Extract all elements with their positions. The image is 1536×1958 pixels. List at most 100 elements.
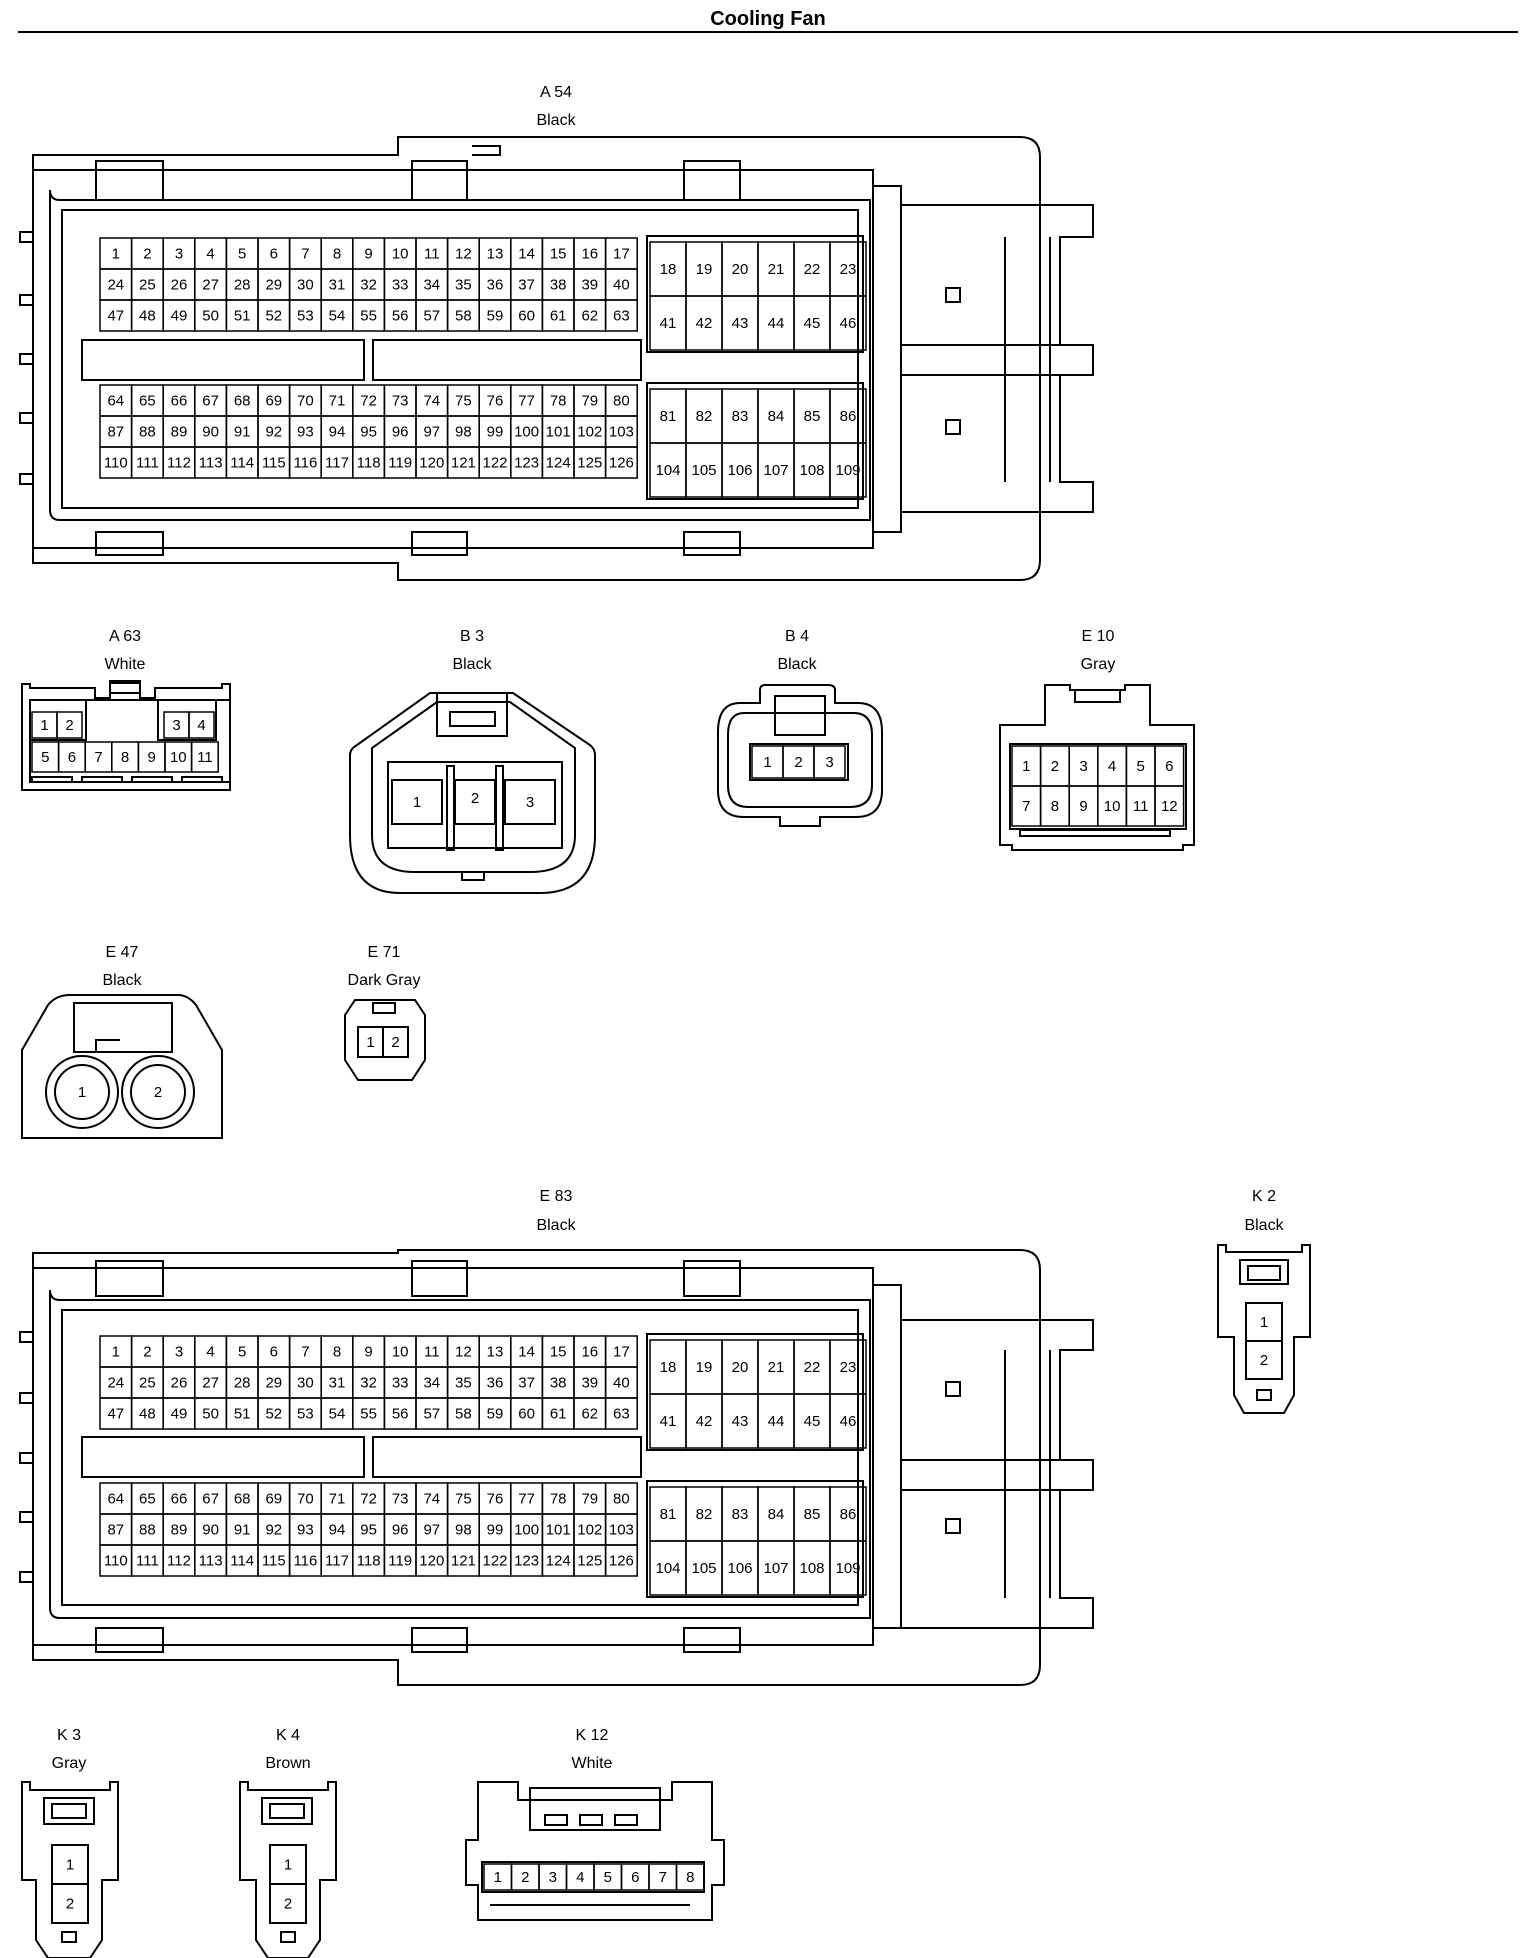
pin-number: 80 (613, 393, 630, 410)
pin-block-outline (646, 1480, 864, 1598)
connector-code: K 2 (1252, 1188, 1276, 1205)
pin-number: 124 (546, 455, 571, 472)
connector-housing (1217, 1244, 1311, 1414)
pin-number: 37 (518, 277, 535, 294)
pin-number: 16 (581, 246, 598, 263)
pin-number: 6 (270, 1344, 278, 1361)
pin-number: 2 (65, 717, 73, 734)
pin-number: 13 (487, 1344, 504, 1361)
pin-number: 33 (392, 1375, 409, 1392)
pin-number: 99 (487, 1522, 504, 1539)
pin-number: 101 (546, 424, 571, 441)
pin-number: 56 (392, 1406, 409, 1423)
pin-number: 78 (550, 1491, 567, 1508)
pin-number: 126 (609, 1553, 634, 1570)
pin-number: 78 (550, 393, 567, 410)
pin-number: 51 (234, 308, 251, 325)
pin-number: 7 (1022, 798, 1030, 815)
pin-number: 2 (471, 790, 479, 807)
pin-number: 113 (199, 455, 223, 472)
connector-color: Black (536, 112, 576, 129)
pin-number: 92 (265, 424, 282, 441)
pin-number: 90 (202, 424, 219, 441)
pin-number: 97 (423, 424, 440, 441)
pin-number: 2 (1260, 1352, 1268, 1369)
pin-number: 68 (234, 1491, 251, 1508)
pin-number: 47 (107, 308, 124, 325)
pin-number: 8 (686, 1869, 694, 1886)
pin-number: 4 (206, 1344, 214, 1361)
pin-number: 105 (691, 462, 716, 479)
pin-number: 3 (175, 1344, 183, 1361)
pin-number: 39 (581, 1375, 598, 1392)
pin-cell (604, 299, 638, 332)
pin-cell (829, 1393, 867, 1449)
pin-number: 9 (1079, 798, 1087, 815)
connector-e83: E 83 Black (19, 1188, 1094, 1686)
connector-housing (21, 994, 223, 1139)
pin-number: 72 (360, 1491, 377, 1508)
pin-number: 123 (514, 455, 539, 472)
pin-number: 28 (234, 1375, 251, 1392)
pin-number: 125 (577, 1553, 602, 1570)
pin-number: 103 (609, 424, 634, 441)
pin-number: 72 (360, 393, 377, 410)
pin-number: 68 (234, 393, 251, 410)
pin-number: 1 (66, 1857, 74, 1874)
pin-number: 95 (360, 424, 377, 441)
pin-number: 104 (655, 462, 680, 479)
pin-cell (188, 711, 215, 739)
pin-number: 89 (171, 1522, 188, 1539)
connector-color: Brown (265, 1755, 310, 1772)
pin-number: 79 (581, 393, 598, 410)
pin-number: 120 (419, 1553, 444, 1570)
pin-number: 102 (577, 1522, 602, 1539)
pin-number: 40 (613, 1375, 630, 1392)
pin-number: 56 (392, 308, 409, 325)
connector-k4: K 4 Brown 12 (239, 1727, 337, 1958)
pin-number: 12 (1161, 798, 1178, 815)
pin-number: 10 (170, 749, 187, 766)
connector-color: Gray (52, 1755, 87, 1772)
connector-a54: A 54 Black (19, 84, 1094, 581)
connector-color: Black (1244, 1217, 1284, 1234)
pin-number: 98 (455, 1522, 472, 1539)
pin-number: 79 (581, 1491, 598, 1508)
pin-number: 95 (360, 1522, 377, 1539)
pin-number: 1 (366, 1034, 374, 1051)
pin-number: 4 (576, 1869, 584, 1886)
pin-number: 14 (518, 246, 535, 263)
pin-number: 67 (202, 393, 219, 410)
pin-number: 1 (284, 1857, 292, 1874)
pin-number: 124 (546, 1553, 571, 1570)
pin-number: 1 (78, 1084, 86, 1101)
pin-number: 119 (388, 1553, 412, 1570)
pin-number: 92 (265, 1522, 282, 1539)
pin-number: 36 (487, 277, 504, 294)
pin-number: 102 (577, 424, 602, 441)
pin-number: 55 (360, 308, 377, 325)
pin-number: 9 (364, 1344, 372, 1361)
pin-number: 73 (392, 393, 409, 410)
pin-number: 53 (297, 308, 314, 325)
pin-number: 74 (423, 1491, 440, 1508)
pin-number: 114 (230, 1553, 254, 1570)
pin-number: 108 (799, 1560, 824, 1577)
pin-number: 45 (804, 315, 821, 332)
pin-number: 87 (107, 424, 124, 441)
pin-number: 58 (455, 1406, 472, 1423)
pin-number: 50 (202, 308, 219, 325)
pin-number: 2 (284, 1896, 292, 1913)
pin-number: 123 (514, 1553, 539, 1570)
pin-number: 2 (1051, 758, 1059, 775)
connector-housing (344, 999, 426, 1081)
pin-number: 10 (392, 1344, 409, 1361)
pin-number: 3 (175, 246, 183, 263)
pin-number: 6 (1165, 758, 1173, 775)
pin-number: 60 (518, 1406, 535, 1423)
